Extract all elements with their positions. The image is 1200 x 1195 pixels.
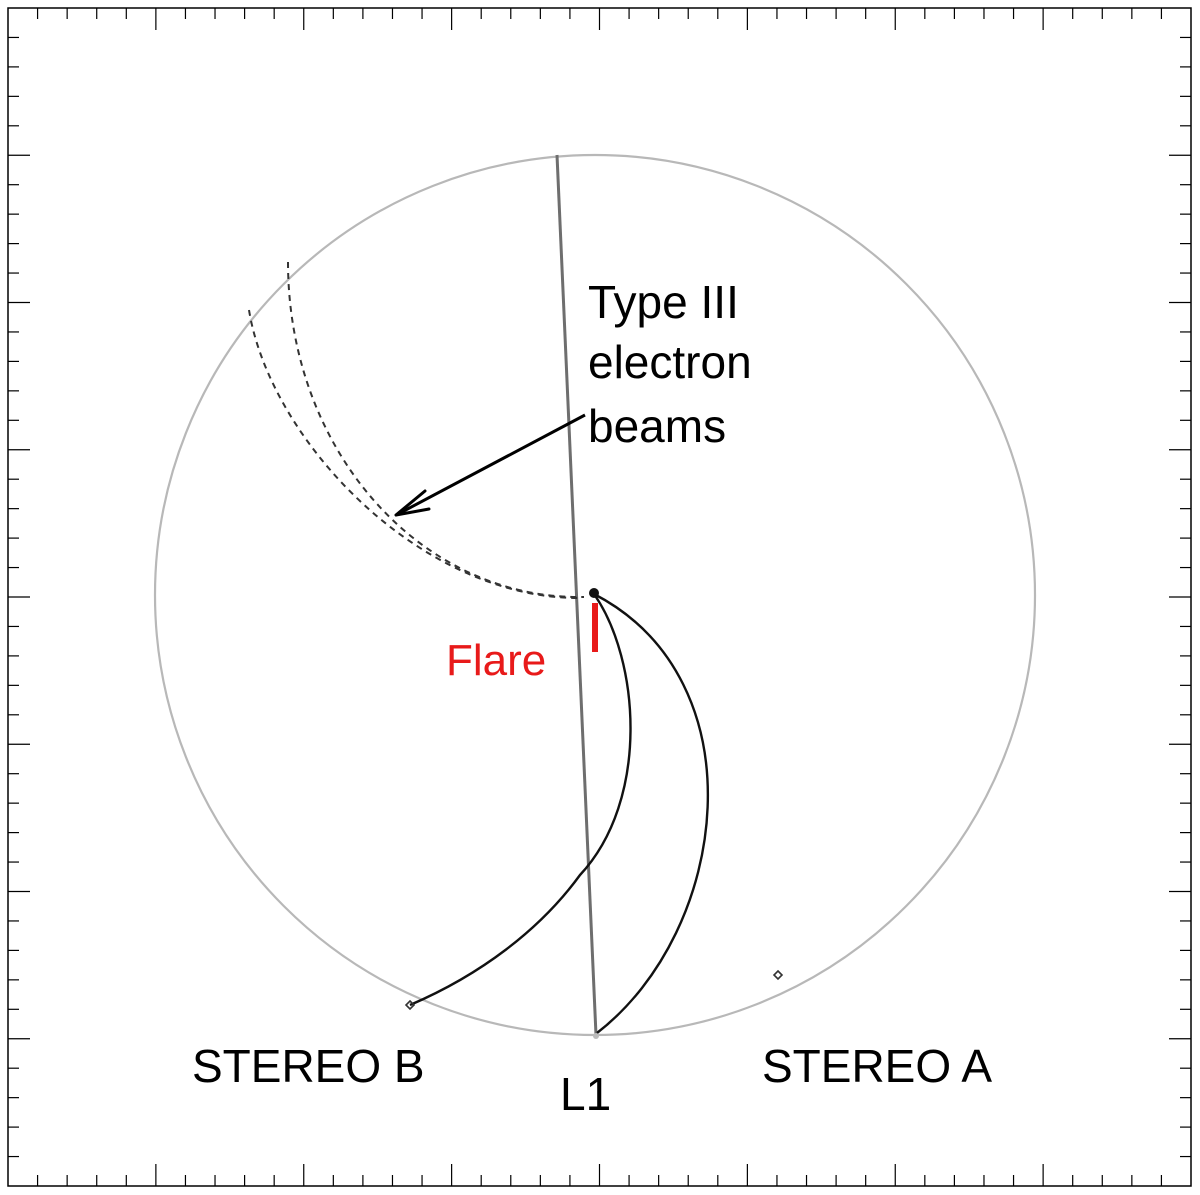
beams-arrow: [399, 413, 586, 515]
stereo-b-marker: [404, 999, 416, 1011]
electron-beam-path-outer: [287, 261, 585, 599]
line-of-sight: [555, 154, 598, 1036]
field-line-to-stereo-b: [409, 593, 632, 1007]
flare-label: Flare: [446, 636, 546, 685]
beams-label-line1: Type III: [588, 276, 739, 328]
stereo-b-label: STEREO B: [192, 1040, 425, 1092]
stereo-a-label: STEREO A: [762, 1040, 992, 1092]
stereo-a-marker: [772, 969, 784, 981]
l1-label: L1: [560, 1068, 611, 1120]
beams-arrow-head: [394, 489, 431, 517]
beams-label-line3: beams: [588, 400, 726, 452]
l1-marker: [593, 1033, 599, 1039]
frame-ticks: [8, 8, 1191, 1186]
electron-beam-path-inner: [248, 309, 583, 600]
beams-label-line2: electron: [588, 336, 752, 388]
field-line-to-l1: [593, 592, 710, 1034]
flare-source-dot: [589, 588, 599, 598]
